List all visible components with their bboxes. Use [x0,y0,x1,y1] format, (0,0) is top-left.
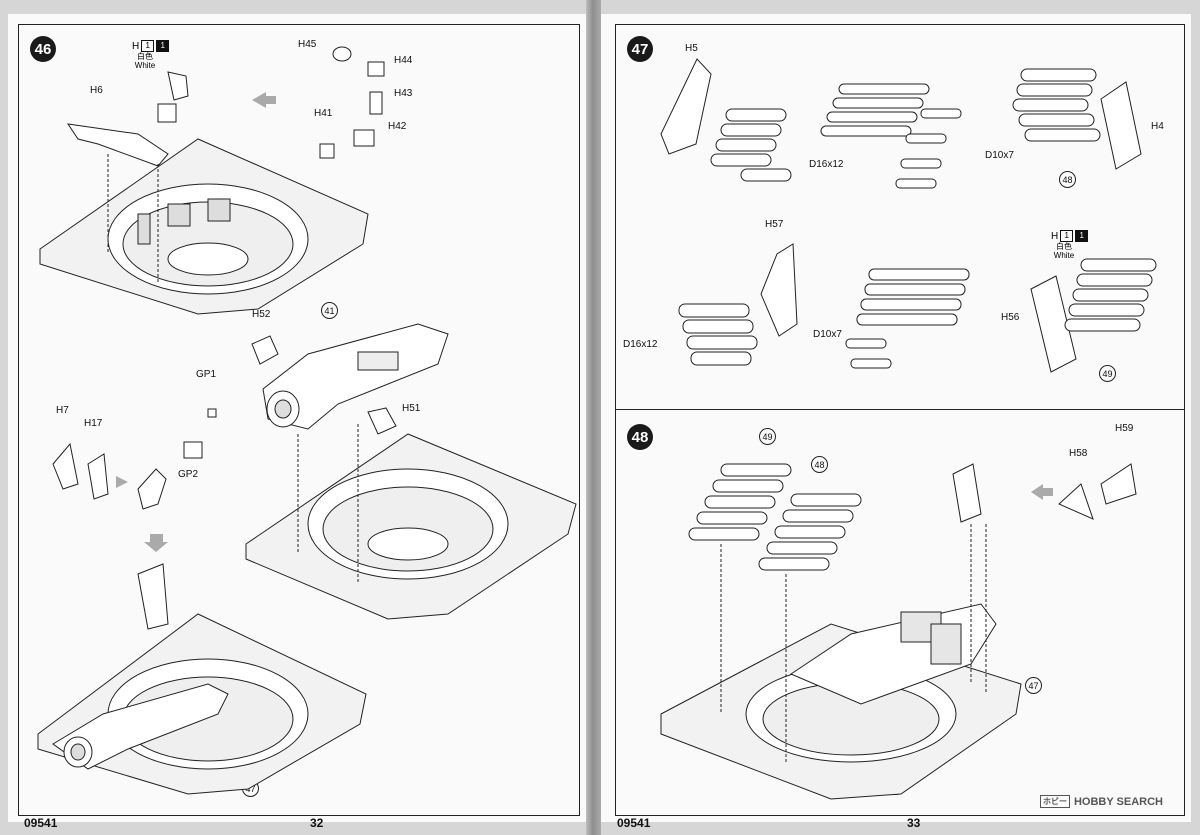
part-label-d16x12-a: D16x12 [809,159,844,170]
ref-circle-47: 47 [1025,677,1042,694]
step-number-badge: 46 [30,36,56,62]
color-callout-en: White [134,61,156,70]
step-number-badge-48: 48 [627,424,653,450]
step-frame-46 [18,24,580,816]
part-label-h6: H6 [90,85,103,96]
color-box-2-right: 1 [1075,230,1089,242]
ref-circle-49: 49 [759,428,776,445]
part-label-h59: H59 [1115,423,1134,434]
part-label-gp2: GP2 [178,469,199,480]
color-callout-right: H 1 1 [1051,230,1089,242]
part-label-h5: H5 [685,43,698,54]
ref-circle-41: 41 [321,302,338,319]
part-label-gp1: GP1 [196,369,217,380]
color-callout-part-right: H [1051,230,1059,242]
part-label-d10x7-b: D10x7 [813,329,842,340]
product-code-right: 09541 [617,816,651,830]
page-number: 32 [310,816,324,830]
ref-circle-48: 48 [811,456,828,473]
part-label-h7: H7 [56,405,69,416]
ref-circle-48-top: 48 [1059,171,1076,188]
color-box-1: 1 [141,40,155,52]
color-callout-en-right: White [1053,251,1075,260]
color-callout-part: H [132,40,140,52]
ref-circle-49-top: 49 [1099,365,1116,382]
color-box-1-right: 1 [1060,230,1074,242]
part-label-d16x12-b: D16x12 [623,339,658,350]
step-frame-48 [615,409,1185,816]
step-number-badge-47: 47 [627,36,653,62]
part-label-h41: H41 [314,108,333,119]
part-label-h45: H45 [298,39,317,50]
part-label-h42: H42 [388,121,407,132]
assembly-drawing-right [660,58,1157,800]
right-instruction-page: 47 48 H5 H4 H57 H56 D16x12 D10x7 D16x12 … [601,14,1191,830]
color-callout-zh-right: 白色 [1056,242,1072,251]
color-callout-zh: 白色 [137,52,153,61]
part-label-h51: H51 [402,403,421,414]
part-label-h56: H56 [1001,312,1020,323]
product-code: 09541 [24,816,58,830]
part-label-d10x7-a: D10x7 [985,150,1014,161]
part-label-h57: H57 [765,219,784,230]
left-instruction-page: 46 H6 H45 H44 H43 H41 H42 H52 H51 GP1 GP… [8,14,586,830]
hobby-search-watermark: ホビー HOBBY SEARCH [1039,795,1163,808]
part-label-h58: H58 [1069,448,1088,459]
part-label-h17: H17 [84,418,103,429]
part-label-h43: H43 [394,88,413,99]
watermark-brand: HOBBY SEARCH [1073,795,1163,808]
part-label-h4: H4 [1151,121,1164,132]
book-spine [586,0,601,835]
part-label-h44: H44 [394,55,413,66]
part-label-h52: H52 [252,309,271,320]
assembly-drawing-left [37,46,577,795]
color-box-2: 1 [156,40,170,52]
page-number-right: 33 [907,816,921,830]
watermark-tag: ホビー [1039,795,1070,808]
color-callout: H 1 1 [132,40,170,52]
